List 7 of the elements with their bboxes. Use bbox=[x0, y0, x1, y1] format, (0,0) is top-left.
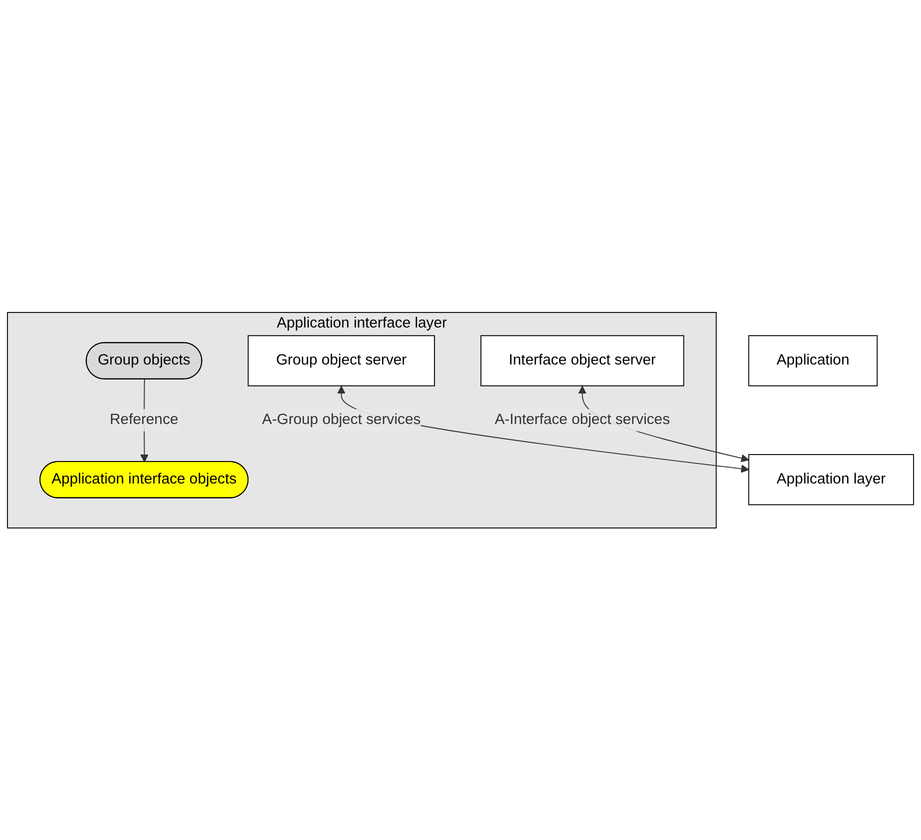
node-box: Application layer bbox=[748, 454, 914, 505]
node-box: Group object server bbox=[248, 335, 435, 386]
node-box: Application bbox=[748, 335, 878, 386]
edge-label: A-Group object services bbox=[262, 412, 421, 428]
node-box: Interface object server bbox=[480, 335, 684, 386]
edge-label: Reference bbox=[110, 412, 178, 428]
edge-label: A-Interface object services bbox=[494, 412, 670, 428]
